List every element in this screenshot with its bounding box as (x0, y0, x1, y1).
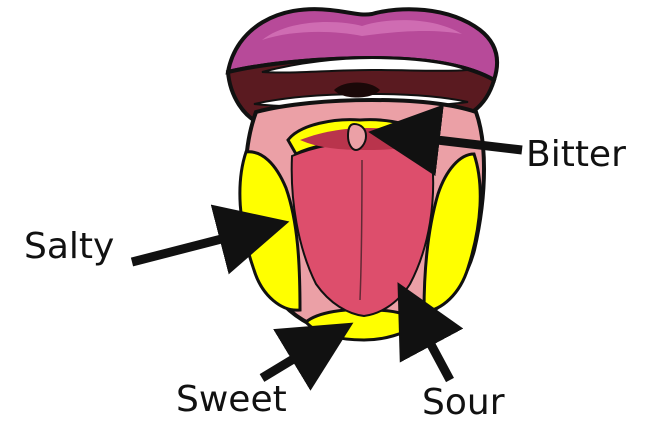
sweet-arrow (262, 332, 338, 378)
salty-label: Salty (24, 229, 114, 265)
bitter-label: Bitter (526, 137, 626, 173)
sour-label: Sour (422, 385, 505, 421)
uvula (348, 124, 366, 150)
sweet-label: Sweet (176, 382, 287, 418)
